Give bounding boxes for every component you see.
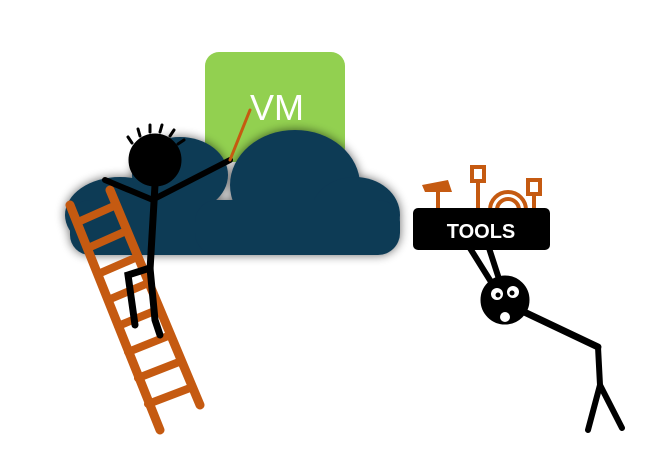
hanging-figure	[465, 242, 625, 433]
vm-label: VM	[250, 87, 304, 128]
hammer-icon	[422, 180, 452, 210]
tools-icons	[422, 165, 542, 211]
tools-box: TOOLS	[413, 208, 550, 250]
cable-connector-icon	[470, 165, 542, 211]
climber-figure	[102, 108, 252, 339]
tools-label: TOOLS	[447, 221, 516, 243]
